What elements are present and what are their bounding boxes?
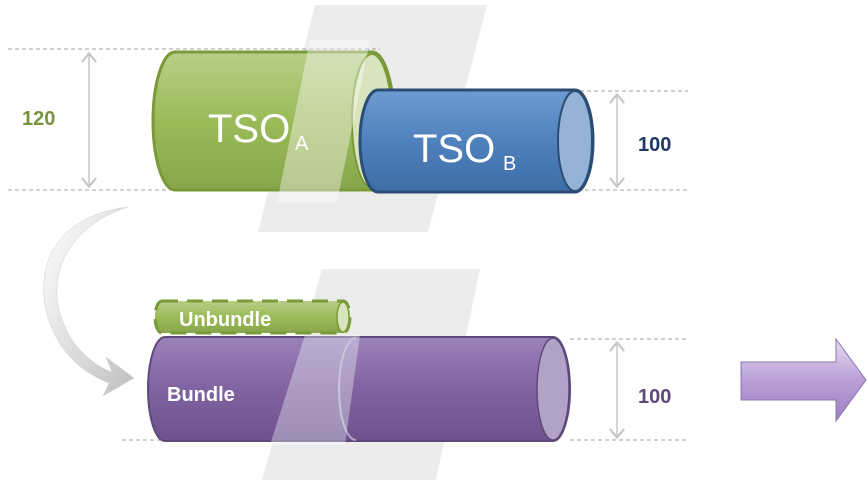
tso-a-subscript: A [295,133,309,155]
pipe-bundle [147,336,571,442]
tso-a-label: TSO [208,107,290,151]
pipe-unbundle [153,299,352,335]
unbundle-label: Unbundle [179,309,271,331]
top-guide-lines [8,48,688,191]
value-top-100: 100 [638,134,671,156]
pipe-tso-a [151,50,396,192]
value-bottom-100: 100 [638,386,671,408]
value-120: 120 [22,108,55,130]
bottom-guide-lines [122,338,688,441]
bottom-slash-overlay [270,335,360,445]
tso-b-label: TSO [413,127,495,171]
pipe-tso-b [358,88,595,194]
curved-down-arrow [43,206,135,397]
right-arrow [740,337,867,423]
top-slash-overlay [277,40,370,202]
bundle-label: Bundle [167,384,235,406]
tso-b-subscript: B [503,153,516,175]
